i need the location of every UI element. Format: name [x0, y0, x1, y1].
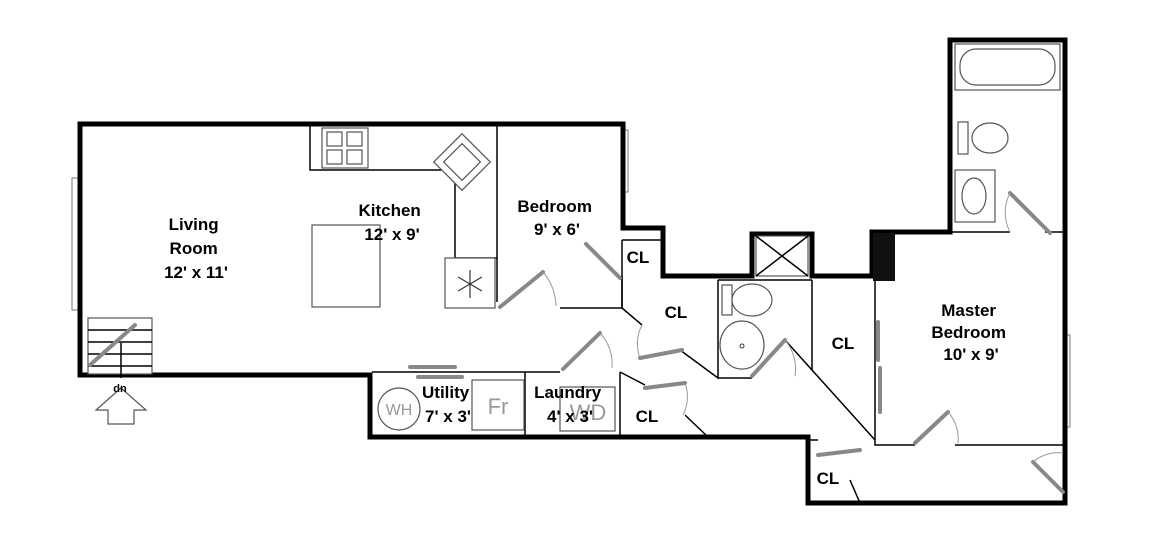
- living-room-label: Living Room 12' x 11': [164, 215, 228, 282]
- stairs: [87, 317, 153, 378]
- column: [873, 233, 895, 281]
- kitchen-sink: [432, 132, 492, 192]
- snowflake-icon: [457, 270, 483, 298]
- water-heater-label: WH: [386, 402, 413, 419]
- closet-label-entry: CL: [817, 469, 840, 488]
- washer-dryer-label: WD: [570, 400, 607, 425]
- utility-fridge: [471, 379, 525, 431]
- kitchen-counter: [309, 124, 497, 309]
- kitchen-label: Kitchen 12' x 9': [358, 201, 425, 244]
- bedroom-label: Bedroom 9' x 6': [517, 197, 596, 239]
- outer-walls: [77, 37, 1068, 506]
- fridge-label: Fr: [488, 394, 509, 419]
- laundry-label: Laundry 4' x 3': [534, 383, 606, 426]
- interior-walls: [372, 124, 1065, 504]
- master-bedroom-label: Master Bedroom 10' x 9': [931, 301, 1010, 364]
- doors: [408, 191, 1065, 494]
- toilet: [957, 121, 969, 155]
- bathroom-fixtures: [719, 43, 1061, 370]
- closet-label-master: CL: [832, 334, 855, 353]
- water-heater: [377, 387, 421, 431]
- closet-label-hall: CL: [665, 303, 688, 322]
- closet-label-bedroom: CL: [627, 248, 650, 267]
- closet-label-laundry: CL: [636, 407, 659, 426]
- stairs-down-label: dn: [113, 383, 127, 395]
- washer-dryer: [559, 386, 616, 432]
- half-bath-sink: [719, 320, 765, 370]
- utility-label: Utility 7' x 3': [422, 383, 474, 426]
- half-bath-toilet: [721, 284, 733, 316]
- kitchen-island: [311, 224, 381, 308]
- arrow-down-icon: [94, 387, 148, 425]
